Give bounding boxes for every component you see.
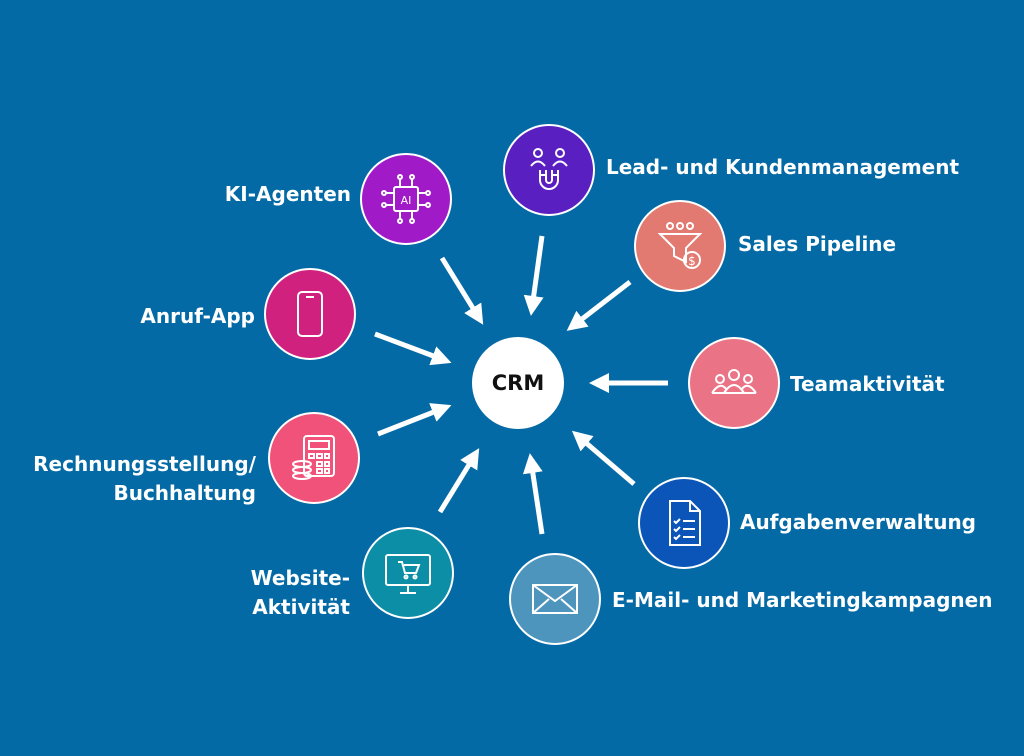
arrow-rechnung bbox=[377, 403, 452, 437]
node-sales: $ bbox=[634, 200, 726, 292]
node-aufgaben bbox=[638, 477, 730, 569]
funnel-dollar-icon: $ bbox=[657, 222, 703, 269]
crm-center-label: CRM bbox=[491, 371, 545, 395]
node-team bbox=[688, 337, 780, 429]
arrow-anruf bbox=[374, 331, 452, 366]
label-team: Teamaktivität bbox=[790, 372, 945, 396]
label-ki-agenten: KI-Agenten bbox=[224, 182, 351, 206]
monitor-cart-icon bbox=[385, 554, 431, 594]
team-icon bbox=[711, 369, 757, 394]
magnet-people-icon bbox=[530, 148, 568, 190]
envelope-icon bbox=[532, 584, 578, 614]
label-website-line2: Aktivität bbox=[252, 595, 350, 619]
svg-text:$: $ bbox=[688, 254, 696, 268]
node-rechnung bbox=[268, 412, 360, 504]
arrow-aufgaben bbox=[571, 430, 636, 486]
label-rechnung-line1: Rechnungsstellung/ bbox=[33, 452, 256, 476]
node-email bbox=[509, 553, 601, 645]
node-website bbox=[362, 527, 454, 619]
arrow-website bbox=[437, 448, 480, 514]
node-lead bbox=[503, 124, 595, 216]
label-sales: Sales Pipeline bbox=[738, 232, 897, 256]
smartphone-icon bbox=[297, 291, 323, 337]
arrow-email bbox=[522, 453, 545, 535]
label-email: E-Mail- und Marketingkampagnen bbox=[612, 588, 993, 612]
crm-center-node: CRM bbox=[472, 337, 564, 429]
label-rechnung-line2: Buchhaltung bbox=[113, 481, 256, 505]
calculator-coins-icon bbox=[292, 435, 335, 480]
arrow-sales bbox=[566, 280, 632, 331]
arrow-ki-agenten bbox=[439, 256, 484, 325]
label-rechnung: Rechnungsstellung/ Buchhaltung bbox=[33, 450, 256, 508]
label-aufgaben: Aufgabenverwaltung bbox=[740, 510, 976, 534]
label-lead: Lead- und Kundenmanagement bbox=[606, 155, 960, 179]
arrow-lead bbox=[523, 235, 545, 316]
label-anruf: Anruf-App bbox=[140, 304, 255, 328]
label-website: Website- Aktivität bbox=[251, 564, 350, 622]
ai-chip-icon: AI bbox=[381, 174, 431, 224]
label-website-line1: Website- bbox=[250, 566, 350, 590]
checklist-document-icon bbox=[669, 500, 701, 546]
ai-chip-text: AI bbox=[401, 194, 412, 207]
node-ki-agenten: AI bbox=[360, 153, 452, 245]
node-anruf bbox=[264, 268, 356, 360]
